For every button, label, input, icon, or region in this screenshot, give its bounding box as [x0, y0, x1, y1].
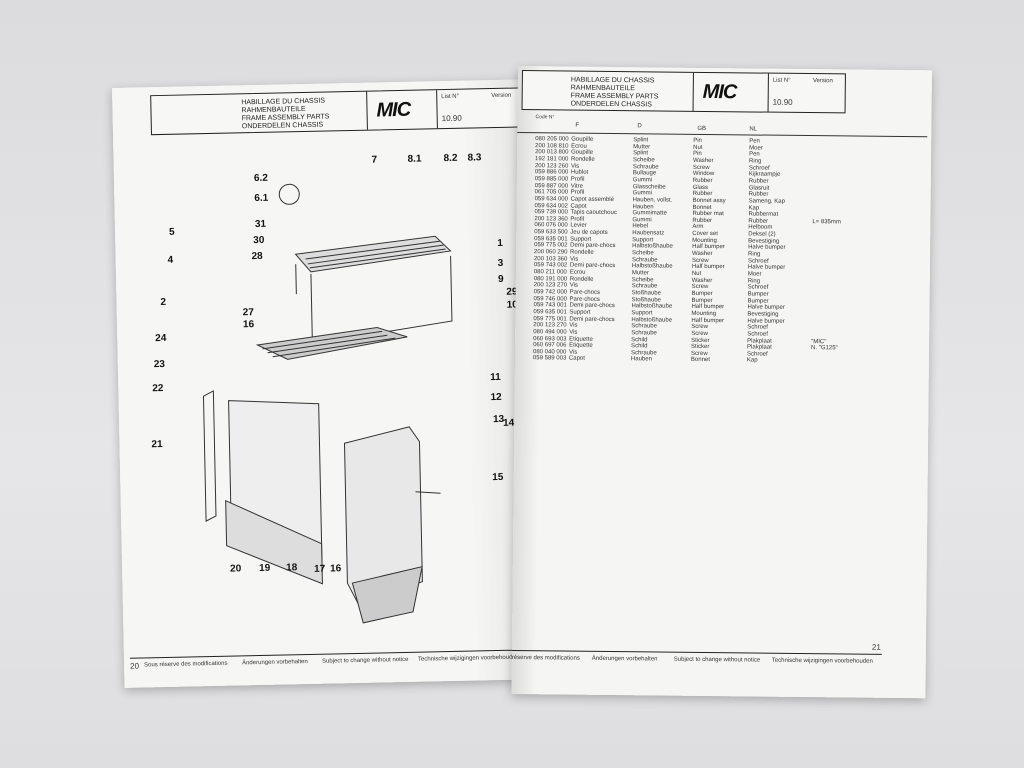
name-f: Capot [568, 355, 585, 363]
callout: 17 [314, 563, 326, 575]
callout: 18 [285, 562, 298, 574]
column-headers: Code N° F D GB NL [517, 111, 928, 138]
name-d: Hauben [630, 356, 652, 363]
col-d: D [637, 123, 642, 130]
callout: 19 [258, 562, 271, 575]
callout: 7 [371, 154, 378, 166]
part-number: 059 589 003 [532, 355, 567, 362]
version-label: Version [491, 92, 512, 100]
date: 10.90 [441, 113, 462, 124]
version-label: Version [812, 78, 833, 85]
callout: 5 [168, 226, 175, 238]
callout: 6.1 [254, 192, 269, 205]
remark: L= 835mm [812, 218, 841, 226]
callout: 11 [490, 371, 501, 384]
callout: 21 [151, 439, 163, 451]
callout: 16 [242, 319, 255, 331]
callout: 16 [330, 563, 342, 575]
footer-note: réserve des modifications [511, 654, 580, 662]
callout: 3 [497, 257, 504, 269]
footer-note: Änderungen vorbehalten [591, 655, 658, 663]
mic-logo: MIC [702, 80, 737, 104]
callout: 14 [502, 417, 515, 429]
callout: 23 [153, 358, 166, 371]
callout: 27 [242, 307, 254, 319]
callout: 8.1 [407, 153, 422, 165]
callout: 15 [492, 471, 504, 484]
callout: 12 [490, 391, 502, 404]
col-code: Code N° [535, 114, 555, 121]
callout: 31 [254, 218, 267, 231]
col-nl: NL [749, 126, 758, 133]
callout: 6.2 [253, 172, 268, 185]
list-label: List N° [772, 77, 791, 84]
footer-note: Subject to change without notice [673, 656, 761, 664]
mic-logo: MIC [376, 98, 411, 122]
footer-note: Änderungen vorbehalten [242, 659, 308, 667]
callout: 9 [497, 273, 504, 285]
footer-note: Subject to change without notice [321, 656, 409, 665]
callout: 8.2 [443, 152, 458, 165]
col-f: F [575, 122, 580, 129]
callout: 24 [155, 332, 167, 345]
right-footer: réserve des modifications Änderungen vor… [512, 643, 882, 665]
callout: 2 [160, 296, 167, 309]
diagram-callouts: 7 8.1 8.2 8.3 6.2 6.1 31 30 5 4 28 1 3 9… [112, 79, 524, 575]
date: 10.90 [772, 97, 793, 107]
footer-note: Technische wijzigingen voorbehouden [771, 657, 873, 665]
name-gb: Bonnet [690, 357, 710, 364]
callout: 30 [253, 234, 265, 247]
exploded-diagram [202, 183, 453, 624]
list-label: List N° [441, 93, 460, 101]
page-number: 20 [130, 661, 140, 671]
callout: 4 [167, 254, 174, 266]
callout: 1 [497, 237, 504, 249]
callout: 8.3 [467, 152, 482, 164]
col-gb: GB [697, 125, 707, 132]
remark: N. "G125" [811, 345, 838, 352]
name-nl: Kap [746, 357, 758, 364]
callout: 22 [152, 382, 164, 395]
callout: 20 [229, 563, 242, 575]
footer-note: Technische wijzigingen voorbehouden [417, 654, 520, 663]
page-number: 21 [871, 642, 881, 652]
callout: 28 [251, 250, 263, 263]
footer-note: Sous réserve des modifications [144, 660, 228, 669]
